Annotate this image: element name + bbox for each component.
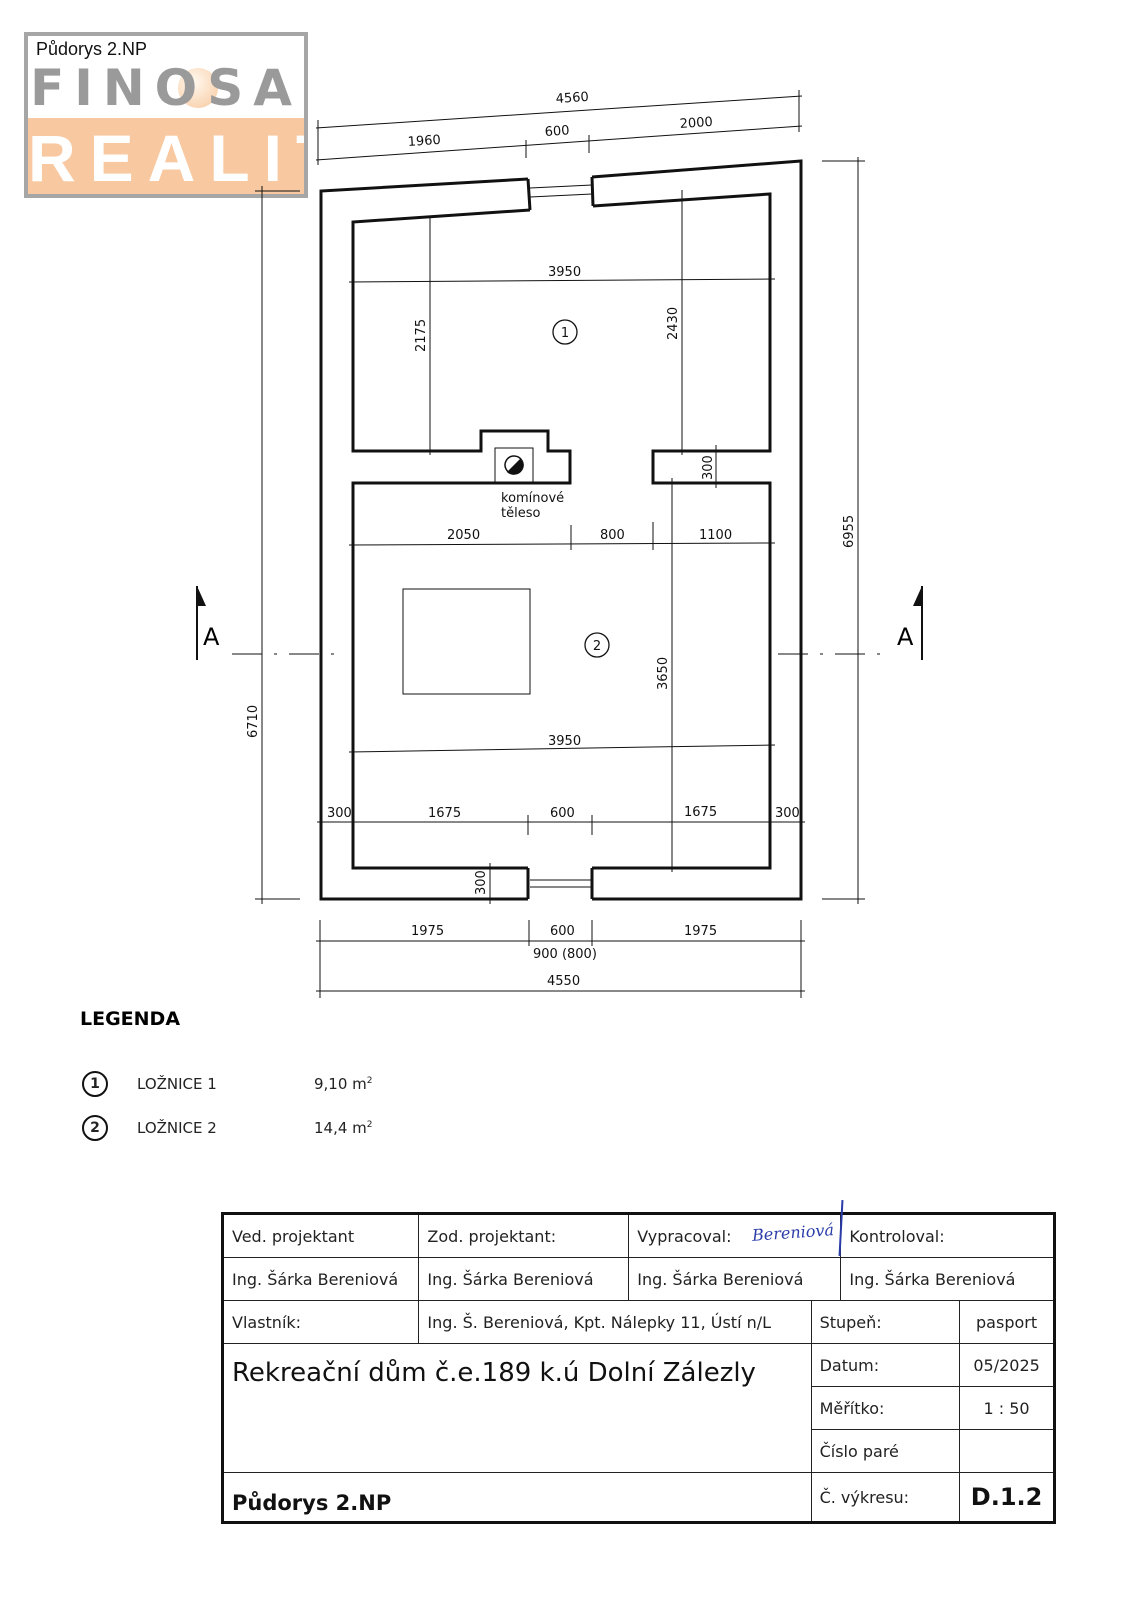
finosa-reality-logo: FINOSA REALITY Půdorys 2.NP — [24, 32, 308, 198]
vyp-name: Ing. Šárka Bereniová — [628, 1257, 842, 1301]
copy-label: Číslo paré — [810, 1429, 961, 1473]
dim-room2-left: 2050 — [447, 528, 480, 543]
dim-bottom-wall: 300 — [474, 870, 489, 895]
legend-number: 1 — [82, 1071, 108, 1097]
legend-area-value: 9,10 m — [314, 1075, 367, 1093]
bottom-window — [530, 879, 592, 888]
dim-room2-width: 3950 — [548, 734, 581, 749]
stage-value: pasport — [959, 1300, 1055, 1344]
legend-area-sup: 2 — [366, 1076, 373, 1086]
room-1-marker — [552, 319, 578, 345]
section-mark-left: A — [203, 623, 220, 651]
chimney-flue — [494, 447, 534, 483]
chimney-label-2: těleso — [501, 506, 540, 521]
date-label: Datum: — [810, 1343, 961, 1387]
dim-wall-right: 300 — [775, 806, 800, 821]
title-block: Ved. projektant Zod. projektant: Vypraco… — [221, 1212, 1056, 1524]
drawing-name: Půdorys 2.NP — [222, 1472, 812, 1523]
legend-area-sup: 2 — [366, 1120, 373, 1130]
dim-top-window: 600 — [544, 123, 570, 140]
chimney-label: komínové — [501, 491, 564, 506]
top-window — [529, 184, 593, 198]
dim-top-left: 1960 — [407, 133, 441, 150]
dim-seg-left: 1675 — [428, 806, 461, 821]
inner-wall-outline — [351, 192, 772, 870]
stage-label: Stupeň: — [810, 1300, 961, 1344]
logo-overlay-title: Půdorys 2.NP — [36, 39, 148, 59]
legend-area-value: 14,4 m — [314, 1119, 367, 1137]
kon-name: Ing. Šárka Bereniová — [840, 1257, 1055, 1301]
section-mark-right: A — [897, 623, 914, 651]
scale-value: 1 : 50 — [959, 1386, 1055, 1430]
legend-item: 2 LOŽNICE 2 14,4 m2 — [82, 1115, 373, 1141]
floor-plan: 1 2 komínové těleso A A 4560 1960 600 20… — [196, 90, 923, 998]
date-value: 05/2025 — [959, 1343, 1055, 1387]
logo-brand-bottom: REALITY — [28, 118, 304, 194]
legend-number: 2 — [82, 1115, 108, 1141]
dim-right-height: 6955 — [842, 515, 857, 548]
legend-room-area: 14,4 m2 — [314, 1119, 373, 1137]
owner-label: Vlastník: — [221, 1300, 420, 1344]
legend-title: LEGENDA — [80, 1008, 181, 1030]
legend-room-area: 9,10 m2 — [314, 1075, 373, 1093]
legend-room-name: LOŽNICE 2 — [137, 1119, 217, 1137]
project-name: Rekreační dům č.e.189 k.ú Dolní Zálezly — [222, 1343, 812, 1473]
dim-top-total: 4560 — [555, 90, 589, 107]
room-2-marker — [584, 632, 610, 658]
wall-window-jambs — [526, 176, 595, 899]
vyp-label: Vypracoval: — [628, 1213, 842, 1258]
dim-wall-left: 300 — [327, 806, 352, 821]
chimney-symbol-fill — [507, 459, 523, 475]
logo-brand-top: FINOSA — [30, 59, 302, 117]
dim-top-right: 2000 — [679, 115, 713, 132]
drawing-no-value: D.1.2 — [959, 1472, 1055, 1523]
dim-bot-left: 1975 — [411, 924, 444, 939]
dim-seg-right: 1675 — [684, 805, 717, 820]
dim-bot-door: 900 (800) — [533, 947, 597, 962]
dim-partition: 300 — [701, 455, 716, 480]
room-2-number: 2 — [593, 639, 601, 654]
dimension-labels: 4560 1960 600 2000 3950 2175 2430 300 20… — [246, 90, 857, 989]
ved-label: Ved. projektant — [221, 1213, 420, 1258]
owner-value: Ing. Š. Bereniová, Kpt. Nálepky 11, Ústí… — [418, 1300, 812, 1344]
stair-opening — [402, 588, 531, 695]
legend-room-name: LOŽNICE 1 — [137, 1075, 217, 1093]
dim-bot-right: 1975 — [684, 924, 717, 939]
outer-wall — [319, 159, 803, 901]
dim-window: 600 — [550, 806, 575, 821]
dim-room2-right: 1100 — [699, 528, 732, 543]
zod-name: Ing. Šárka Bereniová — [418, 1257, 630, 1301]
dim-room1-width: 3950 — [548, 265, 581, 280]
zod-label: Zod. projektant: — [418, 1213, 630, 1258]
dimension-lines — [255, 90, 865, 998]
drawing-no-label: Č. výkresu: — [810, 1472, 961, 1523]
dim-room1-right-height: 2430 — [666, 307, 681, 340]
dim-left-height: 6710 — [246, 705, 261, 738]
kon-label: Kontroloval: — [840, 1213, 1055, 1258]
logo-ball — [178, 68, 218, 108]
dim-bot-window: 600 — [550, 924, 575, 939]
dim-room2-height: 3650 — [656, 657, 671, 690]
dim-bot-total: 4550 — [547, 974, 580, 989]
section-arrow-right-head — [913, 586, 922, 606]
copy-value — [959, 1429, 1055, 1473]
scale-label: Měřítko: — [810, 1386, 961, 1430]
dim-room2-door: 800 — [600, 528, 625, 543]
section-arrow-left-head — [197, 586, 206, 606]
dim-room1-left-height: 2175 — [414, 319, 429, 352]
ved-name: Ing. Šárka Bereniová — [221, 1257, 420, 1301]
room-1-number: 1 — [561, 326, 569, 341]
legend-item: 1 LOŽNICE 1 9,10 m2 — [82, 1071, 373, 1097]
